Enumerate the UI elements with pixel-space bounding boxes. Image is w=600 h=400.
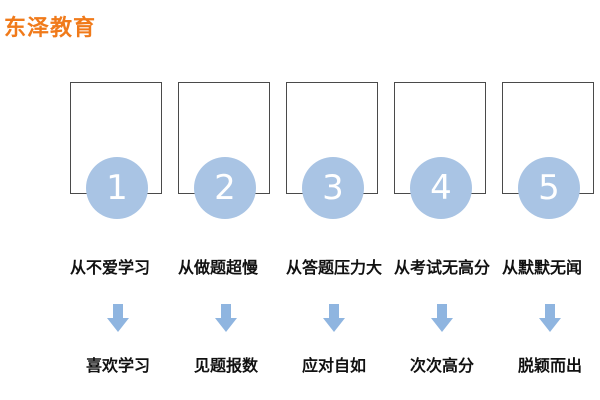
step-number-badge: 1 xyxy=(86,157,148,219)
step-number-badge: 2 xyxy=(194,157,256,219)
step-result-label: 喜欢学习 xyxy=(85,356,150,375)
step-2: 2 从做题超慢 见题报数 xyxy=(178,82,288,382)
down-arrow-icon xyxy=(323,304,345,332)
down-arrow-icon xyxy=(107,304,129,332)
down-arrow-icon xyxy=(215,304,237,332)
step-result-label: 次次高分 xyxy=(409,356,474,375)
step-5: 5 从默默无闻 脱颖而出 xyxy=(502,82,600,382)
down-arrow-icon xyxy=(431,304,453,332)
step-problem-label: 从考试无高分 xyxy=(394,258,491,277)
step-number-badge: 4 xyxy=(410,157,472,219)
step-number-badge: 5 xyxy=(518,157,580,219)
step-3: 3 从答题压力大 应对自如 xyxy=(286,82,396,382)
step-problem-label: 从答题压力大 xyxy=(286,258,383,277)
step-problem-label: 从做题超慢 xyxy=(178,258,259,277)
step-result-label: 见题报数 xyxy=(193,356,258,375)
down-arrow-icon xyxy=(539,304,561,332)
step-1: 1 从不爱学习 喜欢学习 xyxy=(70,82,180,382)
step-4: 4 从考试无高分 次次高分 xyxy=(394,82,504,382)
step-problem-label: 从默默无闻 xyxy=(502,258,583,277)
step-number-badge: 3 xyxy=(302,157,364,219)
step-problem-label: 从不爱学习 xyxy=(70,258,151,277)
step-result-label: 脱颖而出 xyxy=(517,356,582,375)
step-result-label: 应对自如 xyxy=(301,356,366,375)
brand-logo-text: 东泽教育 xyxy=(4,16,97,41)
